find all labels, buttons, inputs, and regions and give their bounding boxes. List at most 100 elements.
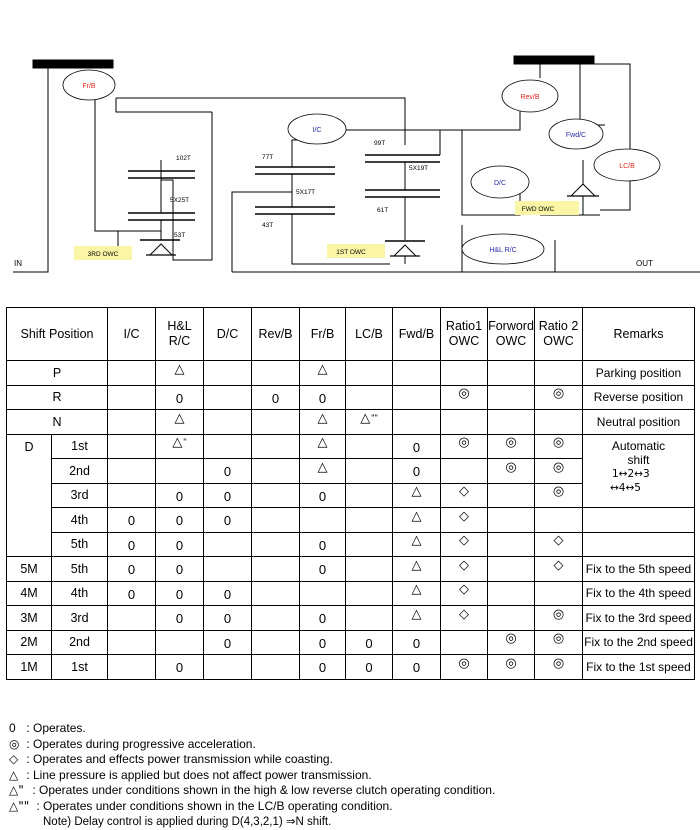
lcb-label: LC/B (619, 163, 635, 170)
cell-triangle: △ (392, 605, 441, 631)
teeth-102t: 102T (176, 155, 191, 162)
zero-symbol: 0 (223, 586, 232, 602)
cell-empty (203, 384, 252, 410)
cell-empty (440, 458, 488, 484)
cell-empty (487, 360, 535, 386)
cell-triangle: △ (392, 531, 441, 557)
zero-symbol: 0 (223, 464, 232, 480)
cell-zero: 0 (299, 654, 346, 680)
triangle-symbol: △ (317, 435, 328, 451)
cell-zero: 0 (155, 507, 204, 533)
circle-symbol: ◎ (505, 631, 517, 647)
cell-empty (251, 531, 300, 557)
cell-empty (582, 507, 695, 533)
zero-symbol: 0 (175, 488, 184, 504)
teeth-5x17t: 5X17T (296, 189, 315, 196)
cell-circle: ◎ (440, 654, 488, 680)
teeth-99t: 99T (374, 140, 385, 147)
cell-zero: 0 (392, 654, 441, 680)
cell-empty (345, 507, 393, 533)
cell-empty (251, 409, 300, 435)
zero-symbol: 0 (223, 513, 232, 529)
remark-n: Neutral position (582, 409, 695, 435)
housing-bar-left (32, 59, 114, 69)
cell-zero: 0 (107, 507, 156, 533)
legend-key-diamond: ◇ (9, 752, 19, 767)
table-header-row: Shift Position I/C H&L R/C D/C Rev/B Fr/… (6, 307, 695, 361)
legend-text: : Operates. (23, 721, 86, 735)
cell-zero: 0 (155, 605, 204, 631)
cell-triangle: △ (155, 409, 204, 435)
cell-triangle: △ (392, 556, 441, 582)
triangle-symbol: △ (174, 361, 185, 377)
frb-label: Fr/B (82, 83, 96, 90)
hlrc-ellipse (461, 233, 545, 265)
zero-symbol: 0 (127, 562, 136, 578)
cell-triangle: △ (299, 458, 346, 484)
zero-symbol: 0 (412, 660, 421, 676)
frb-ellipse (62, 69, 116, 101)
zero-symbol: 0 (223, 611, 232, 627)
gear-3m: 3rd (51, 605, 108, 631)
diamond-symbol: ◇ (459, 606, 469, 622)
single-mark: " (183, 437, 187, 448)
cell-circle: ◎ (440, 384, 488, 410)
fwdc-label: Fwd/C (566, 132, 586, 139)
cell-circle: ◎ (534, 654, 583, 680)
powertrain-schematic: Fr/B Rev/B I/C Fwd/C LC/B D/C H&L R/C 3R… (13, 55, 700, 273)
table-row-r: R 0 0 0 ◎ ◎ Reverse position (6, 384, 695, 410)
header-fwdb: Fwd/B (392, 307, 441, 361)
legend-key-triangle: △ (9, 767, 19, 782)
circle-symbol: ◎ (458, 435, 470, 451)
cell-zero: 0 (392, 458, 441, 484)
zero-symbol: 0 (318, 635, 327, 651)
legend-item: △ : Line pressure is applied but does no… (9, 768, 699, 784)
cell-circle: ◎ (534, 458, 583, 484)
cell-empty (107, 605, 156, 631)
cell-empty (251, 507, 300, 533)
cell-empty (487, 531, 535, 557)
cell-empty (155, 629, 204, 655)
circle-symbol: ◎ (552, 484, 565, 500)
teeth-77t: 77T (262, 154, 273, 161)
cell-empty (251, 580, 300, 606)
cell-empty (487, 507, 535, 533)
zero-symbol: 0 (271, 390, 280, 406)
cell-empty (487, 556, 535, 582)
cell-zero: 0 (107, 580, 156, 606)
cell-empty (251, 654, 300, 680)
cell-empty (155, 458, 204, 484)
owcfwd-label: FWD OWC (522, 206, 555, 213)
remark-3m: Fix to the 3rd speed (582, 605, 695, 631)
cell-triangle2: △"" (345, 409, 393, 435)
legend-item: ◎ : Operates during progressive accelera… (9, 737, 699, 753)
cell-empty (440, 629, 488, 655)
cell-zero: 0 (203, 629, 252, 655)
table-row-5m: 5M 5th 0 0 0 △ ◇ ◇ Fix to the 5th speed (6, 556, 695, 582)
cell-triangle: △ (299, 360, 346, 386)
triangle-symbol: △ (411, 557, 422, 573)
remark-d-seq2: ↔4↔5 (610, 481, 641, 494)
zero-symbol: 0 (318, 562, 327, 578)
zero-symbol: 0 (412, 439, 421, 455)
legend-key-circle: ◎ (9, 736, 20, 751)
cell-empty (107, 629, 156, 655)
teeth-61t: 61T (377, 207, 388, 214)
diamond-symbol: ◇ (553, 533, 564, 549)
cell-circle: ◎ (534, 482, 583, 508)
cell-empty (203, 433, 252, 459)
legend-text: : Operates during progressive accelerati… (23, 736, 256, 751)
owc1-label: 1ST OWC (336, 249, 366, 256)
cell-zero: 0 (299, 482, 346, 508)
circle-symbol: ◎ (552, 386, 565, 402)
legend-item: ◇ : Operates and effects power transmiss… (9, 752, 699, 768)
cell-empty (392, 409, 441, 435)
cell-circle: ◎ (440, 433, 488, 459)
cell-empty (345, 433, 393, 459)
cell-circle: ◎ (534, 605, 583, 631)
cell-empty (345, 360, 393, 386)
owc3-box (74, 246, 132, 260)
legend-text: : Operates and effects power transmissio… (23, 752, 333, 767)
cell-empty (251, 433, 300, 459)
cell-zero: 0 (299, 384, 346, 410)
